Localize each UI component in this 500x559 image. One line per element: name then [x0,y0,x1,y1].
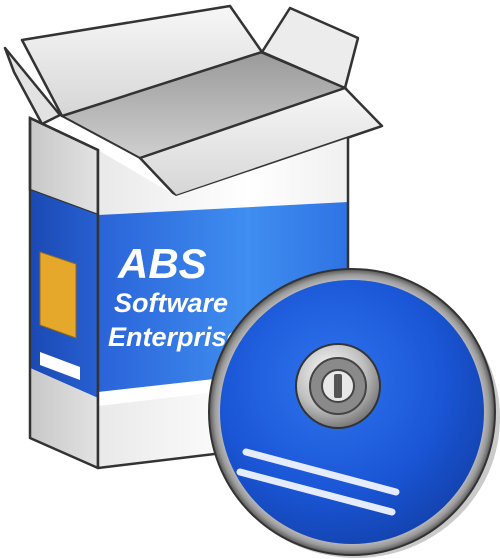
box-line2-text: Enterprise [108,322,242,352]
box-front-panel-top [98,138,348,215]
disc-highlight-1 [242,448,400,496]
box-flap-right [260,6,360,90]
box-brand-text: ABS [117,240,207,287]
disc-hub-slot [334,374,342,398]
box-flap-front [138,86,384,198]
box-line1-text: Software [114,288,228,318]
box-side-panel-bottom [30,368,98,468]
box-side-stripe [40,352,80,380]
disc-highlight-2 [236,468,396,516]
cd-disc-icon [208,268,500,558]
box-side-label [39,251,77,339]
